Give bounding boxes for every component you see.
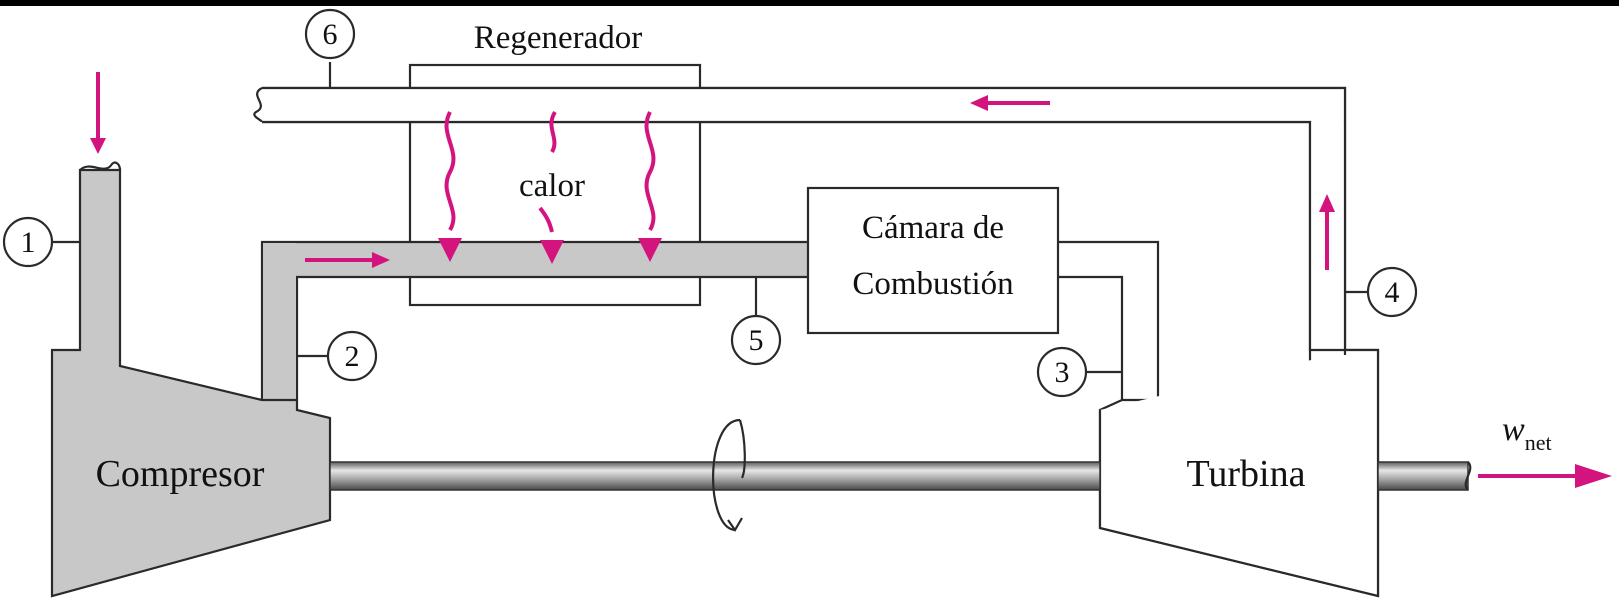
top-border-bar (0, 0, 1619, 6)
state-6-marker: 6 (304, 8, 356, 60)
heat-arrows (438, 110, 662, 264)
exhaust-pipe-end (253, 87, 264, 123)
regenerator-label: Regenerador (474, 20, 643, 56)
compressor-body (50, 168, 332, 598)
svg-text:4: 4 (1385, 276, 1400, 309)
combustion-label-line2: Combustión (852, 266, 1013, 302)
heat-label: calor (519, 168, 585, 204)
svg-text:5: 5 (749, 324, 764, 357)
compressor-label: Compresor (96, 453, 265, 495)
combustion-chamber (806, 186, 1060, 335)
state-4-marker: 4 (1366, 266, 1418, 318)
compressed-air-duct (253, 240, 812, 402)
shaft (329, 461, 1101, 491)
state-3-marker: 3 (1036, 346, 1088, 398)
state-5-marker: 5 (730, 314, 782, 366)
combustion-label-line1: Cámara de (862, 210, 1004, 246)
svg-text:1: 1 (21, 226, 36, 259)
svg-text:6: 6 (323, 18, 338, 51)
state-1-marker: 1 (2, 216, 54, 268)
rotation-icon (712, 418, 741, 532)
turbine-label: Turbina (1187, 453, 1306, 495)
svg-text:3: 3 (1055, 356, 1070, 389)
combustion-to-turbine-duct (1058, 240, 1160, 400)
net-work-label: wnet (1502, 411, 1552, 455)
state-2-marker: 2 (326, 330, 378, 382)
svg-text:2: 2 (345, 340, 360, 373)
output-shaft (1377, 461, 1469, 491)
flow-arrows (90, 72, 1612, 488)
compressor-inlet-end (79, 161, 122, 171)
